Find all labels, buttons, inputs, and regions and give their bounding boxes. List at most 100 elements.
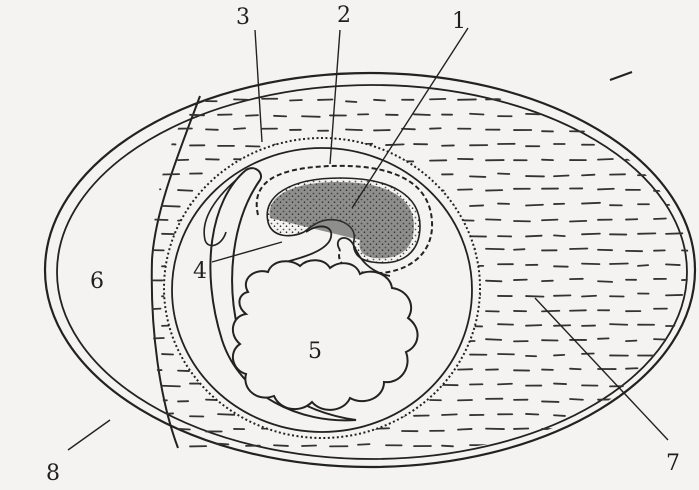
albumen-dash xyxy=(666,384,677,385)
albumen-dash xyxy=(498,174,509,175)
albumen-dash xyxy=(682,371,694,372)
albumen-dash xyxy=(582,234,600,235)
label-7: 7 xyxy=(666,451,680,476)
albumen-dash xyxy=(694,294,699,295)
albumen-dash xyxy=(302,445,316,446)
albumen-dash xyxy=(486,99,500,100)
albumen-dash xyxy=(526,325,541,326)
albumen-dash xyxy=(526,296,543,297)
label-6: 6 xyxy=(90,269,104,294)
albumen-dash xyxy=(442,414,457,415)
albumen-dash xyxy=(470,176,485,177)
albumen-dash xyxy=(610,416,626,417)
label-2: 2 xyxy=(337,3,351,28)
albumen-dash xyxy=(162,206,180,207)
albumen-dash xyxy=(346,101,356,102)
albumen-dash xyxy=(346,130,362,131)
albumen-dash xyxy=(290,100,302,101)
albumen-dash xyxy=(150,400,167,401)
albumen-dash xyxy=(626,341,636,342)
albumen-dash xyxy=(638,175,656,176)
albumen-dash xyxy=(486,339,501,340)
albumen-dash xyxy=(638,113,655,114)
albumen-dash xyxy=(178,190,192,191)
albumen-dash xyxy=(542,220,557,221)
albumen-dash xyxy=(554,235,565,236)
albumen-dash xyxy=(526,414,538,415)
albumen-dash xyxy=(666,175,681,176)
albumen-dash xyxy=(554,443,566,444)
albumen-dash xyxy=(514,249,525,250)
albumen-dash xyxy=(682,190,698,191)
albumen-dash xyxy=(570,221,586,222)
albumen-dash xyxy=(374,100,385,101)
albumen-dash xyxy=(570,399,583,400)
albumen-dash xyxy=(150,100,164,101)
albumen-dash xyxy=(178,429,190,430)
albumen-dash xyxy=(190,115,204,116)
albumen-dash xyxy=(218,414,234,415)
albumen-dash xyxy=(582,296,596,297)
albumen-dash xyxy=(470,205,483,206)
albumen-dash xyxy=(274,445,288,446)
albumen-dash xyxy=(150,161,161,162)
albumen-dash xyxy=(302,116,320,117)
albumen-dash xyxy=(582,175,594,176)
albumen-dash xyxy=(694,115,699,116)
label-1: 1 xyxy=(452,9,466,34)
label-8: 8 xyxy=(46,461,60,486)
albumen-dash xyxy=(386,144,404,145)
albumen-dash xyxy=(554,355,564,356)
stray-mark xyxy=(610,72,632,80)
albumen-dash xyxy=(666,264,680,265)
albumen-dash xyxy=(486,281,501,282)
albumen-dash xyxy=(470,114,484,115)
albumen-dash xyxy=(526,205,543,206)
albumen-dash xyxy=(162,443,174,444)
albumen-dash xyxy=(162,386,180,387)
albumen-dash xyxy=(654,430,670,431)
albumen-dash xyxy=(218,444,228,445)
albumen-dash xyxy=(498,384,512,385)
albumen-dash xyxy=(666,204,677,205)
albumen-dash xyxy=(554,176,569,177)
label-5: 5 xyxy=(308,339,322,364)
albumen-dash xyxy=(654,218,666,219)
albumen-dash xyxy=(162,413,173,414)
albumen-dash xyxy=(274,116,286,117)
albumen-dash xyxy=(598,281,612,282)
albumen-dash xyxy=(442,446,453,447)
albumen-dash xyxy=(610,263,628,264)
label-4: 4 xyxy=(193,259,207,284)
albumen-dash xyxy=(358,444,370,445)
albumen-dash xyxy=(458,429,472,430)
albumen-dash xyxy=(694,144,699,145)
albumen-dash xyxy=(654,98,668,99)
albumen-dash xyxy=(694,356,699,357)
albumen-dash xyxy=(598,159,613,160)
albumen-dash xyxy=(626,160,637,161)
albumen-dash xyxy=(246,115,258,116)
albumen-dash xyxy=(682,159,699,160)
albumen-dash xyxy=(402,129,415,130)
albumen-dash xyxy=(234,128,245,129)
albumen-dash xyxy=(610,324,627,325)
albumen-dash xyxy=(526,236,542,237)
albumen-dash xyxy=(682,250,699,251)
albumen-dash xyxy=(638,265,648,266)
albumen-dash xyxy=(554,325,570,326)
albumen-dash xyxy=(162,144,176,145)
albumen-dash xyxy=(666,233,682,234)
albumen-dash xyxy=(150,309,161,310)
albumen-dash xyxy=(554,415,565,416)
albumen-dash xyxy=(598,189,614,190)
albumen-dash xyxy=(150,219,168,220)
albumen-dash xyxy=(582,203,600,204)
albumen-dash xyxy=(414,114,430,115)
albumen-dash xyxy=(554,384,566,385)
label-3: 3 xyxy=(236,5,250,30)
albumen-dash xyxy=(542,311,559,312)
albumen-dash xyxy=(570,369,581,370)
